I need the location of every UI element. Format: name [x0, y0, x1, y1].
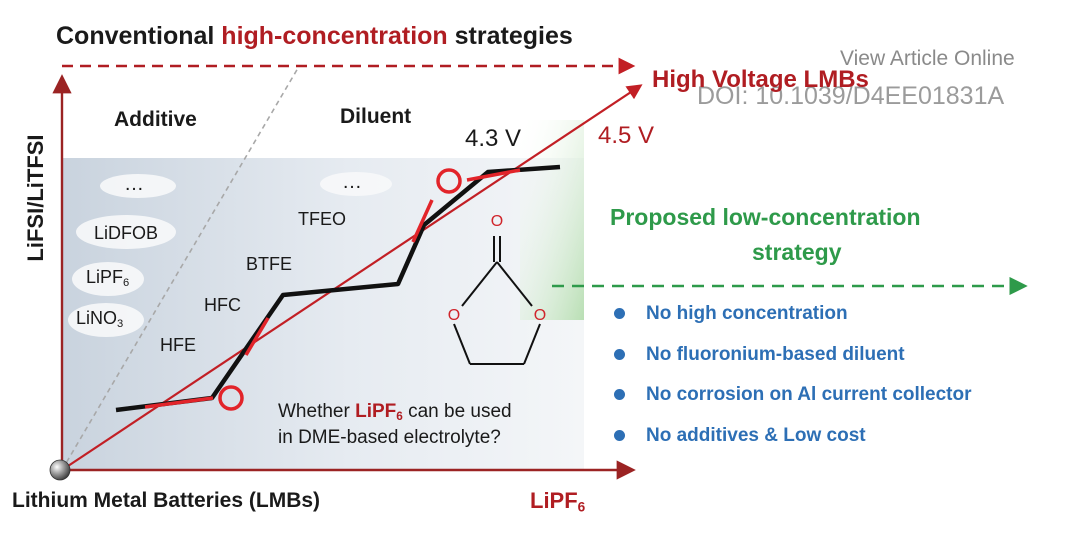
- list-item: No corrosion on Al current collector: [612, 381, 972, 422]
- bubble-ellipsis-additive: [100, 174, 176, 198]
- molecule-atom-right: O: [534, 307, 546, 324]
- question-highlight: LiPF6: [355, 401, 403, 422]
- x-axis-label: LiPF6: [530, 490, 585, 514]
- title-pre: Conventional: [56, 22, 222, 50]
- origin-label: Lithium Metal Batteries (LMBs): [12, 489, 321, 512]
- red-tick-lower-2: [244, 317, 270, 356]
- title-highlight: high-concentration: [221, 22, 448, 50]
- list-item: No high concentration: [612, 300, 972, 341]
- bubble-lipf6: [72, 262, 144, 296]
- list-item: No fluoronium-based diluent: [612, 341, 972, 382]
- origin-ball: [49, 459, 71, 481]
- additive-lino3-sub: 3: [117, 317, 124, 330]
- high-voltage-label: High Voltage LMBs: [652, 66, 869, 93]
- title-post: strategies: [447, 22, 573, 50]
- additive-lipf6-main: LiPF: [86, 267, 124, 287]
- x-axis-label-sub: 6: [577, 499, 586, 515]
- bubble-lidfob: [76, 215, 176, 249]
- red-circle-upper: [436, 168, 462, 194]
- red-circle-lower: [218, 385, 244, 411]
- y-axis-label: LiFSI/LiTFSI: [23, 134, 48, 262]
- question-line-1: Whether LiPF6 can be used: [278, 402, 512, 423]
- diluent-tfeo: TFEO: [298, 209, 346, 229]
- red-tick-upper-2: [466, 168, 521, 182]
- page-title: Conventional high-concentration strategi…: [56, 24, 573, 49]
- proposed-line-2: strategy: [752, 239, 842, 265]
- additive-lipf6: LiPF6: [86, 268, 129, 289]
- question-highlight-sub: 6: [396, 409, 403, 423]
- molecule-atom-top: O: [491, 213, 503, 230]
- question-line-2: in DME-based electrolyte?: [278, 427, 501, 448]
- watermark-view-article[interactable]: View Article Online: [840, 47, 1015, 70]
- x-axis-label-main: LiPF: [530, 488, 578, 513]
- bubble-lino3: [68, 303, 144, 337]
- red-tick-upper-1: [411, 199, 434, 243]
- carbonate-molecule: [453, 236, 541, 365]
- additive-lino3: LiNO3: [76, 309, 123, 330]
- additive-lino3-main: LiNO: [76, 308, 118, 328]
- watermark-doi[interactable]: DOI: 10.1039/D4EE01831A: [697, 82, 1005, 110]
- region-diluent: Diluent: [340, 105, 412, 128]
- region-additive: Additive: [114, 108, 197, 131]
- bubble-ellipsis-diluent: [320, 172, 392, 196]
- diluent-ellipsis: …: [342, 171, 362, 193]
- voltage-4-3: 4.3 V: [465, 125, 522, 152]
- diluent-hfc: HFC: [204, 295, 241, 315]
- additive-lidfob: LiDFOB: [94, 223, 159, 243]
- diluent-hfe: HFE: [160, 335, 196, 355]
- question-highlight-main: LiPF: [355, 401, 397, 422]
- list-item: No additives & Low cost: [612, 422, 972, 463]
- question-post: can be used: [402, 401, 512, 422]
- question-pre: Whether: [278, 401, 356, 422]
- gray-dashed-divider: [61, 67, 299, 471]
- molecule-atom-left: O: [448, 307, 460, 324]
- red-tick-lower-1: [144, 396, 214, 409]
- proposed-line-1: Proposed low-concentration: [610, 204, 921, 230]
- additive-lipf6-sub: 6: [123, 276, 130, 289]
- diluent-btfe: BTFE: [246, 254, 293, 274]
- green-corner: [520, 120, 584, 320]
- shaded-panel: [62, 158, 584, 470]
- additive-ellipsis: …: [124, 173, 144, 195]
- voltage-4-5: 4.5 V: [598, 122, 655, 149]
- advantages-list: No high concentration No fluoronium-base…: [612, 300, 972, 462]
